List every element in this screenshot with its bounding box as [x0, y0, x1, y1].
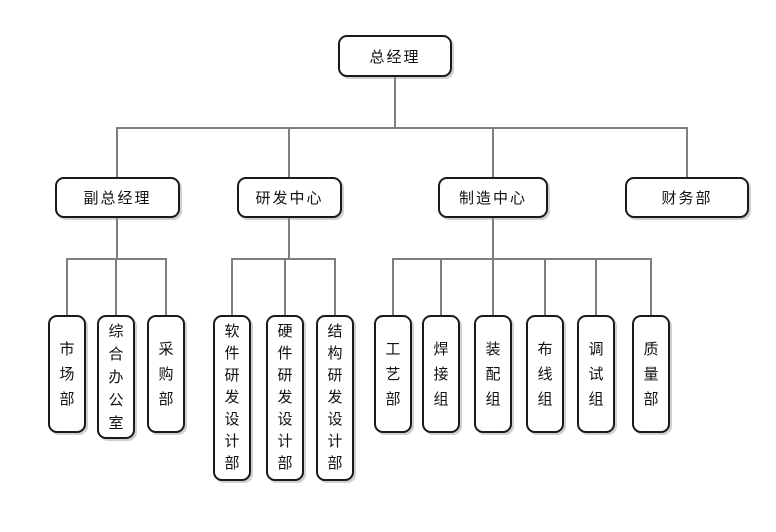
connector-level2-horizontal	[116, 127, 688, 129]
org-node-label: 总经理	[369, 48, 421, 66]
connector-drop-structure	[334, 258, 336, 315]
org-node-label: 调试组	[588, 340, 604, 408]
org-node-label: 副总经理	[83, 190, 152, 207]
connector-root-vertical	[394, 77, 396, 128]
connector-deputy-stub	[116, 218, 118, 258]
org-node-label: 焊接组	[433, 340, 449, 408]
org-node-label: 综合办公室	[108, 322, 124, 432]
org-node-label: 财务部	[661, 190, 713, 207]
connector-drop-process	[392, 258, 394, 315]
org-node-label: 采购部	[158, 340, 174, 408]
connector-manufacturing-horizontal	[392, 258, 652, 260]
connector-rnd-horizontal	[231, 258, 335, 260]
connector-drop-rnd	[288, 127, 290, 177]
connector-drop-assembly	[492, 258, 494, 315]
org-node-label: 工艺部	[385, 340, 401, 408]
org-node-general-office[interactable]: 综合办公室	[97, 315, 135, 439]
org-node-label: 研发中心	[255, 190, 324, 207]
org-node-welding-group[interactable]: 焊接组	[422, 315, 460, 433]
connector-drop-manufacturing	[492, 127, 494, 177]
connector-drop-wiring	[544, 258, 546, 315]
org-node-label: 制造中心	[458, 190, 527, 207]
org-node-debugging-group[interactable]: 调试组	[577, 315, 615, 433]
connector-manufacturing-stub	[492, 218, 494, 258]
connector-drop-debugging	[595, 258, 597, 315]
connector-drop-deputy	[116, 127, 118, 177]
org-node-label: 市场部	[59, 340, 75, 408]
org-node-structure-rnd-design-dept[interactable]: 结构研发设计部	[316, 315, 354, 481]
connector-drop-quality	[650, 258, 652, 315]
connector-drop-marketing	[66, 258, 68, 315]
org-node-label: 硬件研发设计部	[277, 323, 293, 472]
connector-rnd-stub	[288, 218, 290, 258]
org-node-software-rnd-design-dept[interactable]: 软件研发设计部	[213, 315, 251, 481]
org-node-general-manager[interactable]: 总经理	[338, 35, 452, 77]
org-node-manufacturing-center[interactable]: 制造中心	[438, 177, 548, 218]
org-node-assembly-group[interactable]: 装配组	[474, 315, 512, 433]
connector-drop-finance	[686, 127, 688, 177]
org-node-label: 布线组	[537, 340, 553, 408]
connector-drop-welding	[440, 258, 442, 315]
connector-drop-hardware	[284, 258, 286, 315]
org-node-process-dept[interactable]: 工艺部	[374, 315, 412, 433]
org-node-hardware-rnd-design-dept[interactable]: 硬件研发设计部	[266, 315, 304, 481]
org-node-wiring-group[interactable]: 布线组	[526, 315, 564, 433]
org-node-quality-dept[interactable]: 质量部	[632, 315, 670, 433]
org-node-label: 装配组	[485, 340, 501, 408]
org-node-marketing-dept[interactable]: 市场部	[48, 315, 86, 433]
org-node-rnd-center[interactable]: 研发中心	[237, 177, 342, 218]
org-node-label: 软件研发设计部	[224, 323, 240, 472]
org-node-procurement-dept[interactable]: 采购部	[147, 315, 185, 433]
connector-drop-general-office	[115, 258, 117, 315]
connector-drop-procurement	[165, 258, 167, 315]
org-node-label: 结构研发设计部	[327, 323, 343, 472]
org-node-deputy-general-manager[interactable]: 副总经理	[55, 177, 180, 218]
connector-drop-software	[231, 258, 233, 315]
org-node-finance-dept[interactable]: 财务部	[625, 177, 749, 218]
org-node-label: 质量部	[643, 340, 659, 408]
